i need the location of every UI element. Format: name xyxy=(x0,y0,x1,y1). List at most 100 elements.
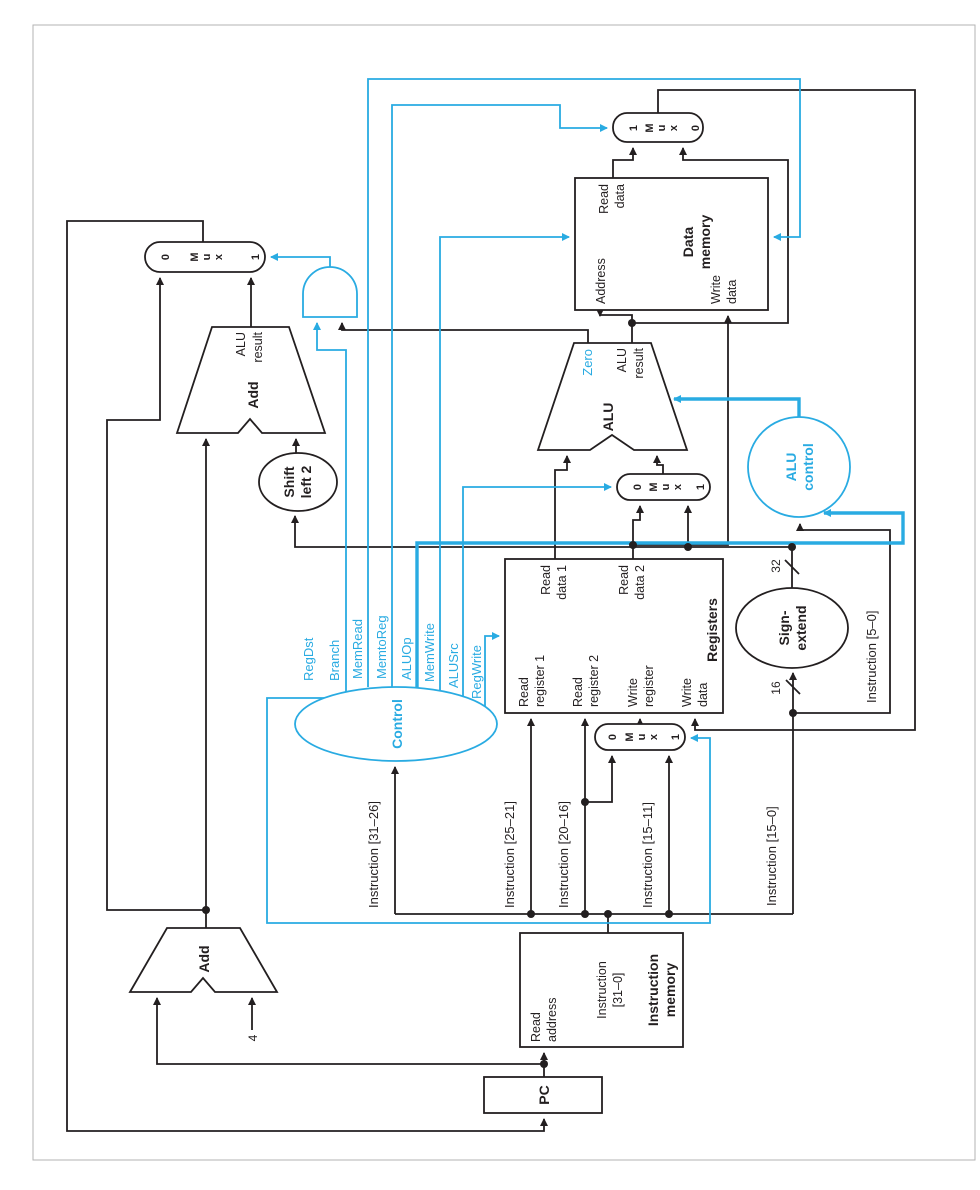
junction-dot xyxy=(629,541,637,549)
memtoreg-mux-u: u xyxy=(656,125,668,132)
bitwidth-32-label: 32 xyxy=(769,559,783,573)
wire-read-data2-to-alusrc-mux0 xyxy=(632,505,644,559)
registers-write-reg-l1: Write xyxy=(626,678,640,707)
signal-memtoreg: MemtoReg xyxy=(374,615,389,679)
wire-alu-result-to-memtoreg-mux0 xyxy=(632,147,789,324)
pc-label: PC xyxy=(536,1085,552,1104)
registers-box xyxy=(504,558,724,714)
wire-regwrite-signal xyxy=(484,632,500,707)
instruction-memory-title-l2: memory xyxy=(662,963,678,1018)
wire-read-data-to-memtoreg-mux1 xyxy=(612,147,637,178)
registers-read-reg1-l2: register 1 xyxy=(533,655,547,707)
signal-regdst: RegDst xyxy=(301,637,316,681)
wire-memtoreg-signal xyxy=(391,104,608,687)
instruction-memory-title-l1: Instruction xyxy=(645,954,661,1026)
alu-result-label-l2: result xyxy=(632,347,646,378)
junction-dot xyxy=(604,910,612,918)
control-label: Control xyxy=(389,699,405,749)
dmem-write-data-l2: data xyxy=(725,280,739,304)
alusrc-mux-labels: 0 M u x 1 xyxy=(632,482,707,491)
regdst-mux-x: x xyxy=(648,733,660,740)
dmem-write-data-l1: Write xyxy=(709,275,723,304)
sign-extend-label-l1: Sign- xyxy=(776,610,792,645)
pcsrc-mux-m: M xyxy=(189,252,201,261)
regdst-mux-u: u xyxy=(636,734,648,741)
constant-4-label: 4 xyxy=(246,1034,260,1041)
junction-dot xyxy=(540,1060,548,1068)
add-pc4-adder-shape xyxy=(128,927,279,993)
registers-read-data1-l1: Read xyxy=(539,565,553,595)
bitwidth-slash-16 xyxy=(785,679,801,695)
pc-register-box xyxy=(483,1076,603,1114)
alu-zero-label: Zero xyxy=(580,349,595,376)
dmem-read-data-l2: data xyxy=(613,184,627,208)
regdst-mux-m: M xyxy=(624,732,636,741)
bitwidth-slash-32 xyxy=(784,559,800,575)
alusrc-mux-0: 0 xyxy=(632,484,644,490)
signal-regwrite: RegWrite xyxy=(469,645,484,699)
junction-dot xyxy=(684,543,692,551)
wire-read-data1-to-alu xyxy=(554,455,571,559)
wire-sign-extend-to-shift-left2 xyxy=(291,515,792,548)
registers-read-reg1-l1: Read xyxy=(517,677,531,707)
regdst-mux-labels: 0 M u x 1 xyxy=(607,732,682,741)
field-instr-25-21: Instruction [25–21] xyxy=(502,801,517,908)
wire-alusrc-mux-to-alu xyxy=(653,455,664,474)
alu-control-label-l1: ALU xyxy=(783,453,799,482)
junction-dot xyxy=(581,910,589,918)
alusrc-mux-shape xyxy=(616,473,711,501)
pcsrc-mux-shape xyxy=(144,241,266,273)
wire-memtoreg-mux-to-write-data xyxy=(657,89,916,731)
and-gate xyxy=(302,266,358,318)
pcsrc-mux-u: u xyxy=(201,254,213,261)
junction-dot xyxy=(202,906,210,914)
shift-left2-label-l2: left 2 xyxy=(298,465,314,498)
pcsrc-mux-labels: 0 M u x 1 xyxy=(160,252,262,261)
control-unit-ellipse xyxy=(294,686,498,762)
regdst-mux-0: 0 xyxy=(607,734,619,740)
registers-write-data-l2: data xyxy=(696,683,710,707)
wire-and-gate-to-pcsrc-mux xyxy=(270,253,331,269)
alusrc-mux-u: u xyxy=(660,484,672,491)
wire-read-data2-to-memory-write-data xyxy=(633,315,732,546)
wire-memwrite-signal xyxy=(439,233,570,690)
alusrc-mux-m: M xyxy=(648,482,660,491)
add-branch-adder-shape xyxy=(175,326,327,434)
wire-aluop-signal xyxy=(415,509,905,688)
wire-pc-to-add xyxy=(153,997,544,1065)
alusrc-mux-x: x xyxy=(672,483,684,490)
data-memory-title-l1: Data xyxy=(680,227,696,258)
wire-pcsrc-mux-to-pc xyxy=(66,220,548,1132)
wire-zero-to-and-gate xyxy=(338,322,589,343)
alu-shape xyxy=(536,342,689,451)
wire-instr-5-0-to-alu-control xyxy=(793,523,891,714)
shift-left2-label-l1: Shift xyxy=(281,466,297,497)
alusrc-mux-1: 1 xyxy=(695,484,707,490)
sign-extend-label-l2: extend xyxy=(793,605,809,650)
registers-read-reg2-l1: Read xyxy=(571,677,585,707)
junction-dot xyxy=(581,798,589,806)
regdst-mux-1: 1 xyxy=(670,734,682,740)
wire-branch-signal xyxy=(313,322,347,692)
memtoreg-mux-x: x xyxy=(668,124,680,131)
registers-read-data1-l2: data 1 xyxy=(555,565,569,600)
registers-read-reg2-l2: register 2 xyxy=(587,655,601,707)
imem-read-address-label-l2: address xyxy=(545,998,559,1042)
wire-alu-result-to-address xyxy=(596,309,633,343)
alu-control-label-l2: control xyxy=(800,443,816,490)
registers-read-data2-l2: data 2 xyxy=(633,565,647,600)
field-instr-31-26: Instruction [31–26] xyxy=(366,801,381,908)
imem-instruction-label-l1: Instruction xyxy=(595,961,609,1019)
junction-dot xyxy=(665,910,673,918)
signal-memread: MemRead xyxy=(350,619,365,679)
pcsrc-mux-x: x xyxy=(213,253,225,260)
imem-instruction-label-l2: [31–0] xyxy=(611,973,625,1008)
pcsrc-mux-1: 1 xyxy=(250,254,262,260)
sign-extend-ellipse xyxy=(735,587,849,669)
dmem-read-data-l1: Read xyxy=(597,184,611,214)
memtoreg-mux-0: 0 xyxy=(690,125,702,131)
alu-result-label-l1: ALU xyxy=(615,348,629,372)
